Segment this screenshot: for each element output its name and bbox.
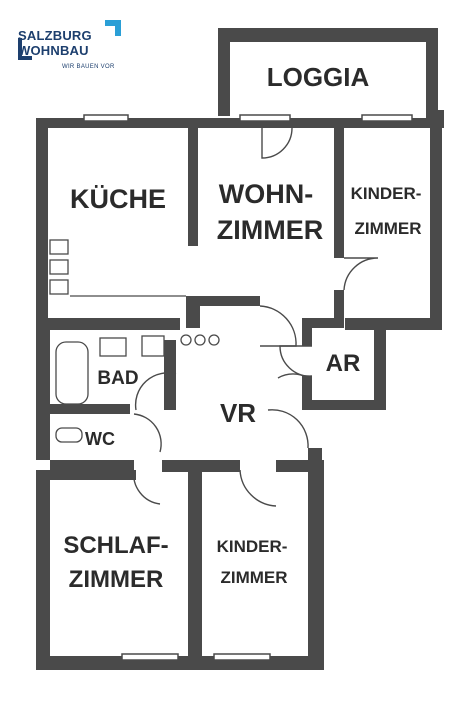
logo-line-1: SALZBURG (18, 28, 92, 43)
room-labels: LOGGIA KÜCHE WOHN- ZIMMER KINDER- ZIMMER… (63, 62, 421, 593)
logo-line-2: WOHNBAU (18, 43, 89, 58)
label-vr: VR (220, 398, 256, 428)
fixtures (49, 239, 220, 443)
label-kinderzimmer-bottom-line2: ZIMMER (220, 568, 287, 587)
logo-mark-icon (105, 20, 121, 36)
label-schlafzimmer-line1: SCHLAF- (63, 532, 168, 559)
logo-bracket-icon (18, 38, 32, 60)
label-wohnzimmer-line2: ZIMMER (217, 215, 323, 245)
label-kinderzimmer-top-line1: KINDER- (351, 184, 422, 203)
label-bad: BAD (97, 368, 138, 389)
windows (83, 114, 413, 661)
label-loggia: LOGGIA (267, 62, 370, 92)
label-kueche: KÜCHE (70, 184, 166, 214)
label-ar: AR (326, 350, 361, 377)
logo-tagline: WIR BAUEN VOR (62, 64, 115, 70)
label-schlafzimmer-line2: ZIMMER (69, 566, 164, 593)
label-kinderzimmer-bottom-line1: KINDER- (217, 537, 288, 556)
label-wohnzimmer-line1: WOHN- (219, 179, 313, 209)
label-kinderzimmer-top-line2: ZIMMER (354, 219, 421, 238)
label-wc: WC (85, 429, 115, 449)
doors (133, 127, 379, 507)
salzburg-wohnbau-logo: SALZBURG WOHNBAU WIR BAUEN VOR (14, 18, 124, 80)
